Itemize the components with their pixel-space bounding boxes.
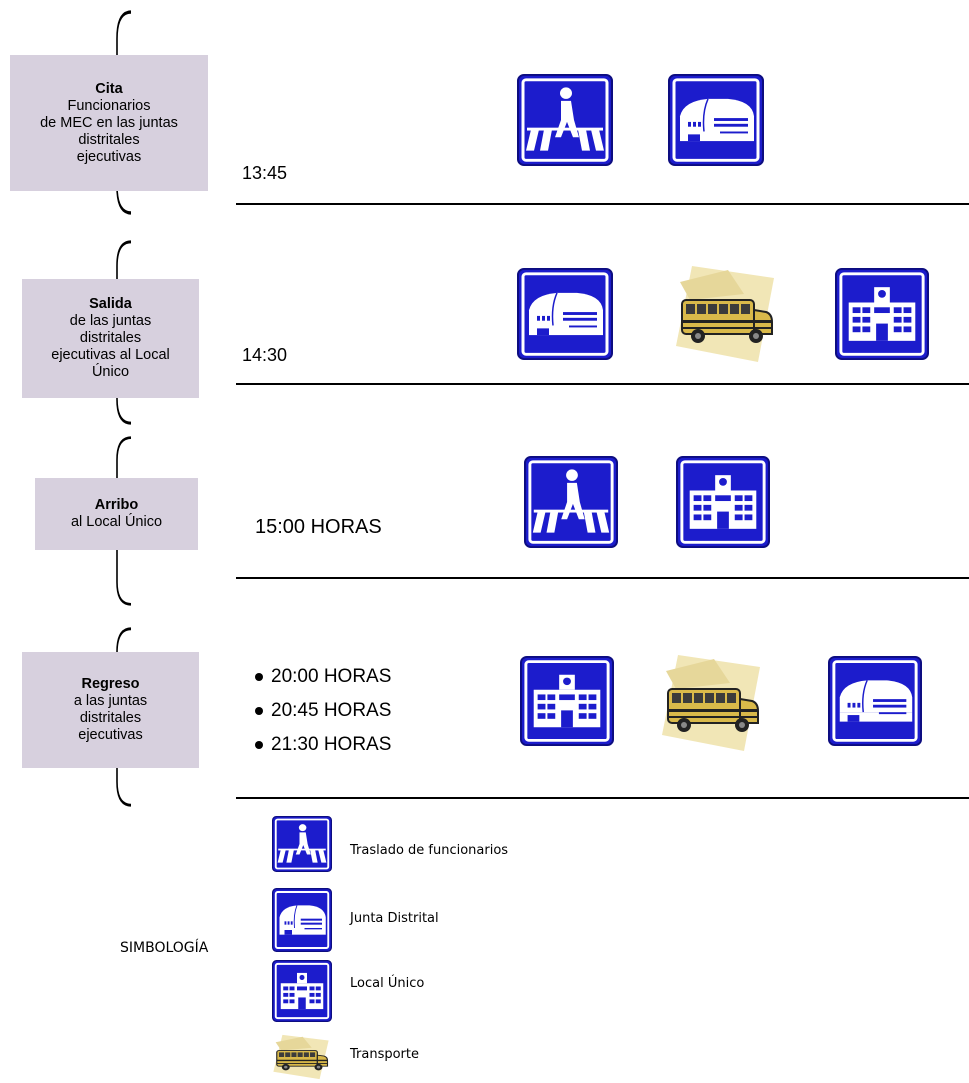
- stage-description: de las juntas distritales ejecutivas al …: [51, 313, 170, 380]
- pedestrian-crossing-icon: [517, 74, 613, 166]
- stage-description: al Local Único: [70, 514, 163, 530]
- stage-box-arribo: Arribo al Local Único: [35, 478, 198, 550]
- stage-divider: [236, 577, 969, 579]
- stage-box-regreso: Regreso a las juntas distritales ejecuti…: [22, 652, 199, 768]
- list-item: 20:45 HORAS: [255, 694, 391, 728]
- school-building-icon: [676, 456, 770, 548]
- stage-divider: [236, 383, 969, 385]
- bus-icon: [670, 264, 780, 364]
- stage-title: Arribo: [94, 497, 139, 513]
- bus-icon: [656, 652, 766, 754]
- stage-description: Funcionarios de MEC en las juntas distri…: [40, 97, 178, 165]
- legend-label: Transporte: [350, 1047, 419, 1062]
- stage-time: 14:30: [242, 345, 288, 365]
- school-building-icon: [520, 656, 614, 746]
- legend-label: Local Único: [350, 976, 425, 991]
- list-item: 20:00 HORAS: [255, 660, 391, 694]
- school-building-icon: [272, 960, 332, 1022]
- stage-divider: [236, 797, 969, 799]
- school-building-icon: [835, 268, 929, 360]
- return-time: 21:30 HORAS: [271, 734, 392, 755]
- stage-title: Cita: [95, 80, 123, 97]
- district-office-icon: [517, 268, 613, 360]
- pedestrian-crossing-icon: [524, 456, 618, 548]
- return-time: 20:45 HORAS: [271, 700, 392, 721]
- bullet-icon: [255, 673, 263, 681]
- return-time: 20:00 HORAS: [271, 666, 392, 687]
- stage-time: 13:45: [242, 163, 288, 183]
- bullet-icon: [255, 741, 263, 749]
- stage-description: a las juntas distritales ejecutivas: [73, 693, 148, 743]
- return-times-list: 20:00 HORAS 20:45 HORAS 21:30 HORAS: [255, 660, 391, 762]
- stage-time: 15:00 HORAS: [255, 516, 382, 538]
- bus-icon: [270, 1034, 332, 1080]
- bullet-icon: [255, 707, 263, 715]
- list-item: 21:30 HORAS: [255, 728, 391, 762]
- legend-label: Traslado de funcionarios: [350, 843, 509, 858]
- pedestrian-crossing-icon: [272, 816, 332, 872]
- stage-title: Regreso: [81, 676, 140, 692]
- stage-box-salida: Salida de las juntas distritales ejecuti…: [22, 279, 199, 398]
- stage-divider: [236, 203, 969, 205]
- legend-title: SIMBOLOGÍA: [120, 940, 209, 956]
- stage-box-cita: Cita Funcionarios de MEC en las juntas d…: [10, 55, 208, 191]
- district-office-icon: [828, 656, 922, 746]
- legend-label: Junta Distrital: [350, 911, 439, 926]
- district-office-icon: [272, 888, 332, 952]
- district-office-icon: [668, 74, 764, 166]
- stage-title: Salida: [89, 296, 132, 312]
